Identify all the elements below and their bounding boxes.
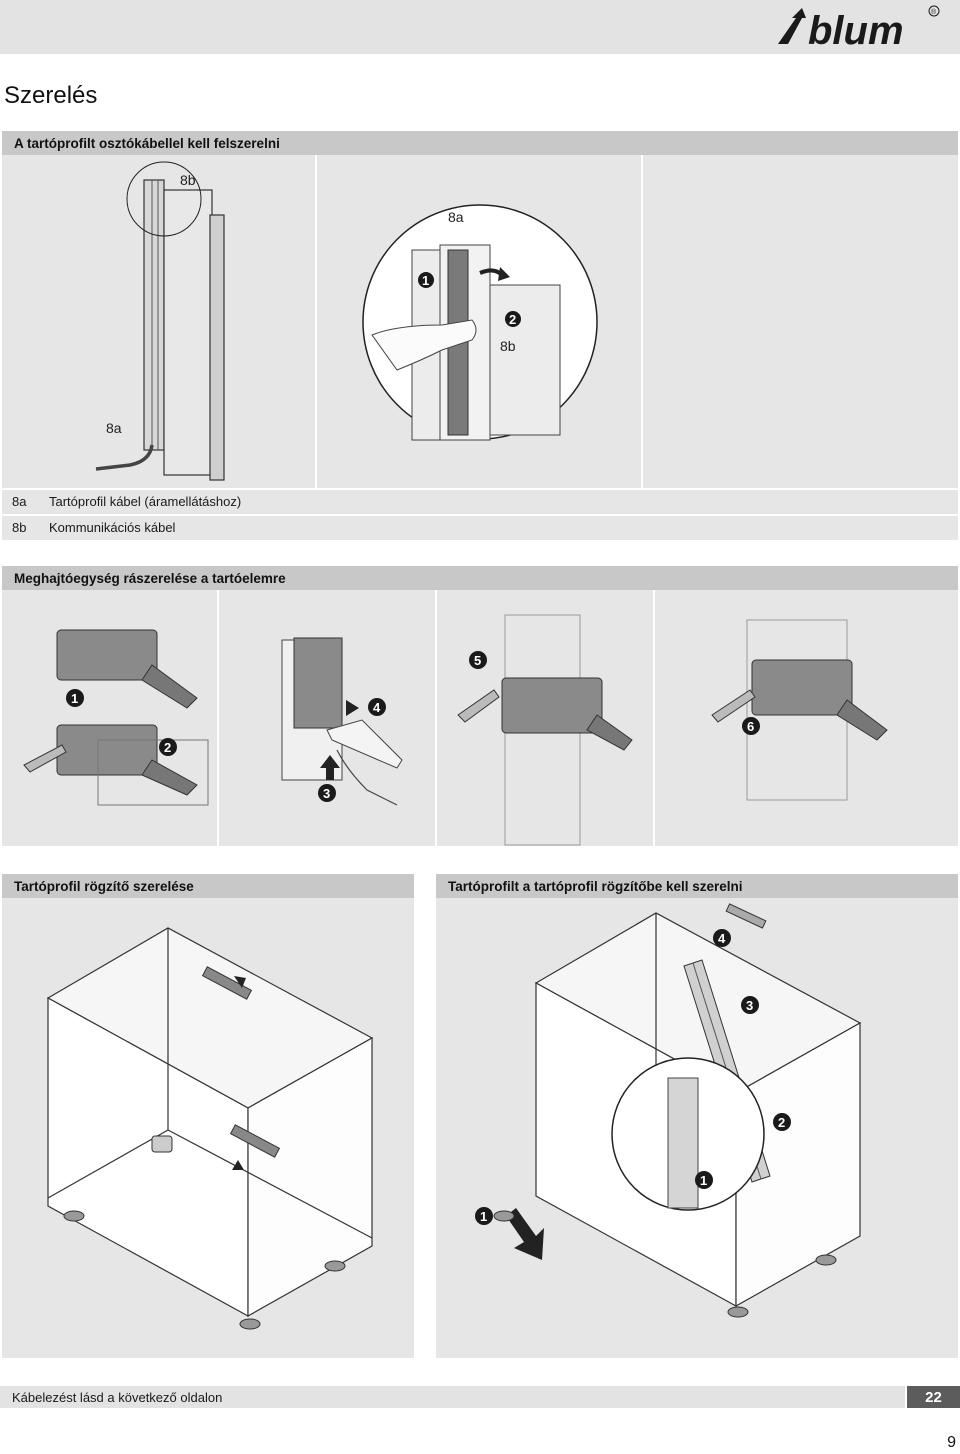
step-1-marker: 1 [71,691,78,706]
drive-unit-panel-1 [23,629,209,806]
legend-text: Kommunikációs kábel [49,520,176,535]
page-number: 9 [947,1434,956,1451]
profile-holder-figure-panel [2,898,414,1358]
section-header-drive-unit: Meghajtóegység rászerelése a tartóelemre [2,566,958,590]
step-2-marker: 2 [164,740,171,755]
section-header-profile-holder: Tartóprofil rögzítő szerelése [2,874,414,898]
label-8b-inset: 8b [500,338,516,354]
inset-detail [362,204,598,441]
drive-unit-illustration: 1 2 4 3 5 6 [23,590,888,846]
label-8a-inset: 8a [448,209,464,225]
cable-mounting-figure-panel: 8b 8a 8a 8b 1 2 [2,155,958,488]
drive-unit-panel-4 [711,619,888,801]
step-2-marker: 2 [778,1115,785,1130]
step-5-marker: 5 [474,653,481,668]
label-8b-top: 8b [180,172,196,188]
profile-into-holder-figure-panel: 4 3 2 1 1 [436,898,958,1358]
blum-logo: blum ® [778,5,940,50]
legend-row-8a: 8a Tartóprofil kábel (áramellátáshoz) [2,490,958,514]
drive-unit-panel-2 [281,637,403,806]
legend-text: Tartóprofil kábel (áramellátáshoz) [49,494,242,509]
drive-unit-panel-3 [457,614,633,846]
step-3-marker: 3 [746,998,753,1013]
label-8a-bottom: 8a [106,420,122,436]
legend-code: 8a [12,494,27,509]
legend-code: 8b [12,520,27,535]
step-markers-right: 4 3 2 1 1 [475,929,791,1225]
step-3-marker: 3 [323,786,330,801]
drive-unit-figure-panel: 1 2 4 3 5 6 [2,590,958,846]
section-number-badge: 22 [907,1386,960,1408]
step-4-marker: 4 [718,931,726,946]
step-1-marker: 1 [700,1173,707,1188]
step-1-marker-inset: 1 [480,1209,487,1224]
cable-mounting-illustration: 8b 8a 8a 8b 1 2 [95,155,643,488]
header-bar [0,0,960,54]
section-header-cable-mounting: A tartóprofilt osztókábellel kell felsze… [2,131,958,155]
step-6-marker: 6 [747,719,754,734]
section-header-profile-into-holder: Tartóprofilt a tartóprofil rögzítőbe kel… [436,874,958,898]
step-4-marker: 4 [373,700,381,715]
brand-name: blum [808,9,904,50]
registered-mark: ® [931,8,937,16]
legend-row-8b: 8b Kommunikációs kábel [2,516,958,540]
profile-drawing [95,179,225,481]
cabinet-illustration-right [493,903,862,1318]
footer-note: Kábelezést lásd a következő oldalon [0,1386,905,1408]
step-2-marker: 2 [509,312,516,327]
step-1-marker: 1 [422,273,429,288]
cabinet-illustration-left [46,927,374,1330]
page-title: Szerelés [4,82,98,109]
